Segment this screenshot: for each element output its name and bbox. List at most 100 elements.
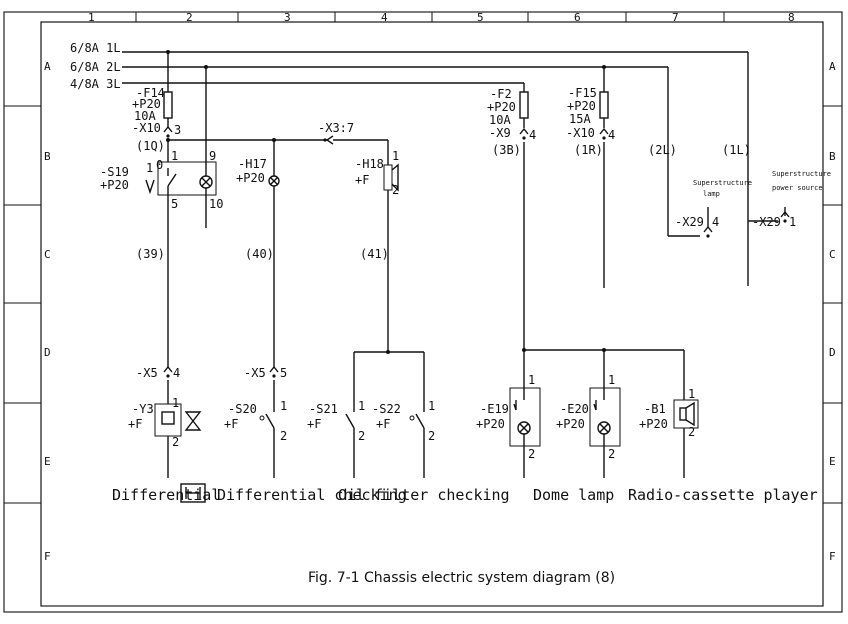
e19-terminal-2: 2 [528, 447, 535, 461]
x29-4-pin: 4 [712, 215, 719, 229]
row-label-c-right: C [829, 248, 836, 261]
x5-labels: -X5 4 -X5 5 [136, 366, 287, 380]
row-label-f-right: F [829, 550, 836, 563]
f14-rating: 10A [134, 109, 156, 123]
x29-labels: -X29 4 -X29 1 [675, 215, 796, 229]
wire-number-40: (40) [245, 247, 274, 261]
node-1q: (1Q) [136, 139, 165, 153]
column-label-2: 2 [186, 11, 193, 24]
s19-terminal-1: 1 [171, 149, 178, 163]
f2-name: -F2 [490, 87, 512, 101]
function-captions: Differential Differential checking Oil f… [112, 486, 818, 504]
wire-numbers: (39) (40) (41) [136, 247, 389, 261]
x5-5-connector: -X5 [244, 366, 266, 380]
s22-terminal-2: 2 [428, 429, 435, 443]
caption-differential-checking: Differential checking [217, 486, 407, 504]
s22-labels: -S22 +F 1 2 [372, 399, 435, 443]
node-2l: (2L) [648, 143, 677, 157]
f15-rating: 15A [569, 112, 591, 126]
node-1l: (1L) [722, 143, 751, 157]
wires [122, 50, 786, 478]
x5-5-pin: 5 [280, 366, 287, 380]
x29-4-connector: -X29 [675, 215, 704, 229]
e20-name: -E20 [560, 402, 589, 416]
column-label-1: 1 [88, 11, 95, 24]
column-label-5: 5 [477, 11, 484, 24]
s20-name: -S20 [228, 402, 257, 416]
b1-terminal-2: 2 [688, 425, 695, 439]
row-labels: A B C D E F A B C D E F [44, 60, 836, 563]
drawing-frame [3, 11, 843, 613]
bus-label-3l: 4/8A 3L [70, 77, 121, 91]
x5-4-connector: -X5 [136, 366, 158, 380]
h18-terminal-1: 1 [392, 149, 399, 163]
x9-pin: 4 [529, 128, 536, 142]
row-label-b-left: B [44, 150, 51, 163]
s20-terminal-2: 2 [280, 429, 287, 443]
x10-4-pin: 4 [608, 128, 615, 142]
y3-labels: -Y3 +F 1 2 [128, 396, 179, 449]
s22-switch-symbol [409, 404, 425, 436]
s20-labels: -S20 +F 1 2 [224, 399, 287, 443]
b1-name: -B1 [644, 402, 666, 416]
superstructure-power-label: Superstructure power source [772, 170, 831, 192]
caption-oil-filter-checking: Oil filter checking [338, 486, 510, 504]
f15-name: -F15 [568, 86, 597, 100]
wire-number-41: (41) [360, 247, 389, 261]
connector-symbols [163, 125, 790, 378]
h17-name: -H17 [238, 157, 267, 171]
e19-terminal-1: 1 [528, 373, 535, 387]
s19-name: -S19 [100, 165, 129, 179]
y3-location: +F [128, 417, 142, 431]
x29-1-pin: 1 [789, 215, 796, 229]
e19-location: +P20 [476, 417, 505, 431]
s21-location: +F [307, 417, 321, 431]
column-label-8: 8 [788, 11, 795, 24]
superstructure-lamp-line-1: Superstructure [693, 179, 752, 187]
s21-name: -S21 [309, 402, 338, 416]
s19-location: +P20 [100, 178, 129, 192]
s21-switch-symbol [345, 404, 355, 436]
h17-labels: -H17 +P20 [236, 157, 267, 185]
h18-name: -H18 [355, 157, 384, 171]
h17-location: +P20 [236, 171, 265, 185]
x9-connector: -X9 [489, 126, 511, 140]
s19-terminal-10: 10 [209, 197, 223, 211]
bus-label-2l: 6/8A 2L [70, 60, 121, 74]
row-label-a-left: A [44, 60, 51, 73]
e19-dome-lamp-symbol [509, 387, 541, 447]
e20-terminal-1: 1 [608, 373, 615, 387]
b1-terminal-1: 1 [688, 387, 695, 401]
s22-location: +F [376, 417, 390, 431]
row-label-c-left: C [44, 248, 51, 261]
f14-labels: -F14 +P20 10A -X10 3 (1Q) [132, 86, 181, 153]
bus-labels: 6/8A 1L 6/8A 2L 4/8A 3L [70, 41, 121, 91]
s21-labels: -S21 +F 1 2 [307, 399, 365, 443]
bus-label-1l: 6/8A 1L [70, 41, 121, 55]
column-label-6: 6 [574, 11, 581, 24]
h17-lamp-symbol [268, 175, 280, 187]
row-label-e-right: E [829, 455, 836, 468]
f14-name: -F14 [136, 86, 165, 100]
x29-1-connector: -X29 [752, 215, 781, 229]
x10-4-connector: -X10 [566, 126, 595, 140]
row-label-a-right: A [829, 60, 836, 73]
e20-labels: -E20 +P20 1 2 [556, 373, 615, 461]
s19-switch-symbol [145, 161, 217, 196]
caption-dome-lamp: Dome lamp [533, 486, 614, 504]
h18-terminal-2: 2 [392, 183, 399, 197]
f14-location: +P20 [132, 97, 161, 111]
column-labels: 1 2 3 4 5 6 7 8 [88, 11, 795, 24]
s21-terminal-2: 2 [358, 429, 365, 443]
row-label-e-left: E [44, 455, 51, 468]
wire-number-39: (39) [136, 247, 165, 261]
superstructure-power-line-2: power source [772, 184, 823, 192]
s19-labels: -S19 +P20 1 0 1 9 5 10 [100, 149, 223, 211]
e19-labels: -E19 +P20 1 2 [476, 373, 535, 461]
column-label-4: 4 [381, 11, 388, 24]
caption-radio-cassette-player: Radio-cassette player [628, 486, 818, 504]
superstructure-lamp-label: Superstructure lamp [693, 179, 752, 198]
row-label-f-left: F [44, 550, 51, 563]
x10-pin-3: 3 [174, 123, 181, 137]
